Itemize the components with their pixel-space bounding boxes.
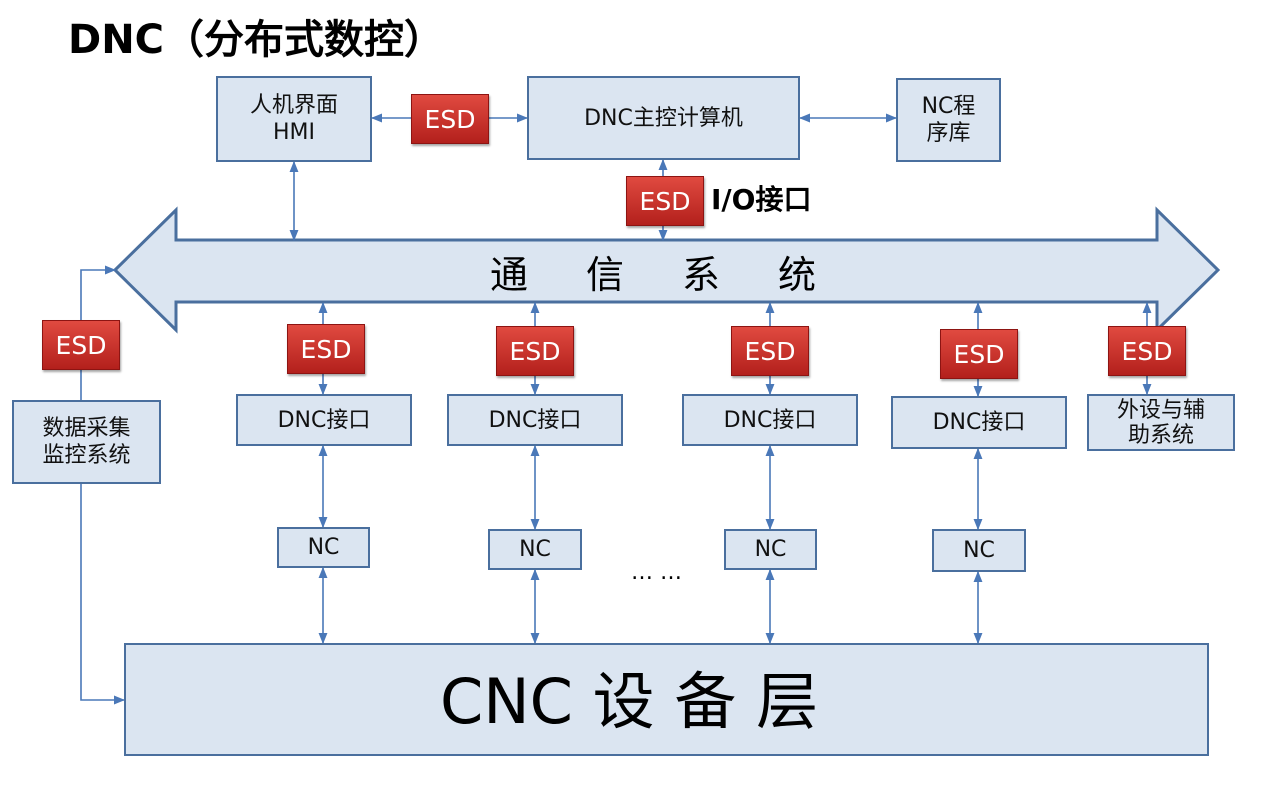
dnc-interface-box-4: DNC接口 (891, 396, 1067, 449)
cnc-equipment-layer (124, 643, 1209, 756)
acquisition-cnc-link (80, 484, 126, 705)
dnc-interface-box-3: DNC接口 (682, 394, 858, 446)
cnc-layer-label: CNC 设 备 层 (440, 665, 819, 738)
bus-label: 通信系统 (490, 253, 875, 297)
esd-interface-3: ESD (731, 326, 809, 376)
esd-peripheral: ESD (1108, 326, 1186, 376)
nc-box-2: NC (488, 529, 582, 570)
dnc-interface-box-1: DNC接口 (236, 394, 412, 446)
data-acquisition-box: 数据采集 监控系统 (12, 400, 161, 484)
diagram-title: DNC（分布式数控） (68, 17, 445, 63)
nc-box-3: NC (724, 529, 817, 570)
peripheral-system-box: 外设与辅 助系统 (1087, 394, 1235, 451)
dnc-main-computer-box: DNC主控计算机 (527, 76, 800, 160)
nc-box-1: NC (277, 527, 370, 568)
esd-interface-1: ESD (287, 324, 365, 374)
esd-io: ESD (626, 176, 704, 226)
hmi-box: 人机界面 HMI (216, 76, 372, 162)
esd-interface-2: ESD (496, 326, 574, 376)
dnc-interface-box-2: DNC接口 (447, 394, 623, 446)
nc-box-4: NC (932, 529, 1026, 572)
esd-interface-4: ESD (940, 329, 1018, 379)
nc-library-box: NC程 序库 (896, 78, 1001, 162)
io-interface-label: I/O接口 (711, 183, 812, 216)
esd-acquisition: ESD (42, 320, 120, 370)
more-nodes-ellipsis: … … (631, 560, 682, 585)
esd-hmi: ESD (411, 94, 489, 144)
communication-bus (112, 206, 1221, 334)
